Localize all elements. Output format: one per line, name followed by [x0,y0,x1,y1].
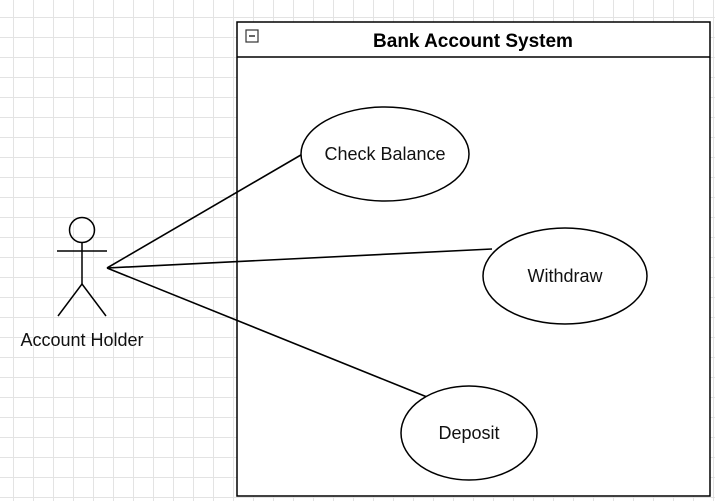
use-case-check-balance[interactable]: Check Balance [300,106,470,202]
use-case-ellipse [400,385,538,481]
association-deposit[interactable] [106,267,433,400]
use-case-ellipse [300,106,470,202]
association-check-balance[interactable] [106,151,307,269]
use-case-ellipse [482,227,648,325]
use-case-label: Check Balance [324,144,445,164]
use-case-deposit[interactable]: Deposit [400,385,538,481]
actor-account-holder[interactable]: Account Holder [20,216,144,351]
use-case-label: Withdraw [527,266,603,286]
use-case-label: Deposit [438,423,499,443]
associations [106,151,493,400]
stick-figure-icon [57,216,107,317]
use-case-withdraw[interactable]: Withdraw [482,227,648,325]
actor-label: Account Holder [20,330,143,350]
association-withdraw[interactable] [106,248,493,269]
system-title: Bank Account System [373,31,573,52]
minus-square-icon[interactable] [245,29,259,43]
